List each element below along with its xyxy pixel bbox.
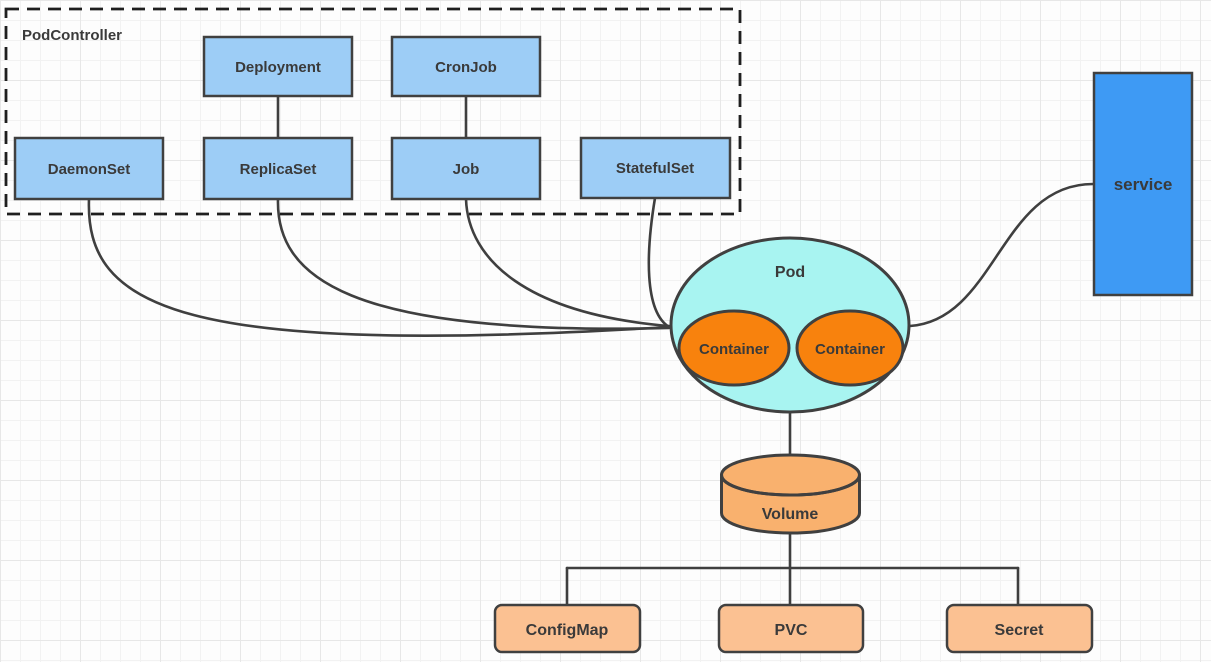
node-statefulset-label: StatefulSet <box>616 160 694 177</box>
node-service <box>1092 71 1194 297</box>
edge-replicaset-pod <box>276 197 671 330</box>
pod-controller-nodes: Deployment CronJob DaemonSet ReplicaSet … <box>13 35 732 201</box>
node-service-label: service <box>1114 175 1173 194</box>
edge-pod-service <box>908 182 1095 328</box>
edge-daemonset-pod <box>87 197 671 337</box>
node-pod: Pod Container Container <box>669 236 911 414</box>
node-deployment <box>202 35 354 98</box>
edges <box>87 94 1095 606</box>
edge-statefulset-pod <box>647 196 671 329</box>
node-cronjob-label: CronJob <box>435 59 497 76</box>
node-secret <box>945 603 1094 654</box>
node-pvc <box>717 603 865 654</box>
node-secret-label: Secret <box>995 622 1045 639</box>
node-replicaset-label: ReplicaSet <box>240 161 317 178</box>
node-daemonset-label: DaemonSet <box>48 161 131 178</box>
edge-job-pod <box>464 197 671 328</box>
container-1-label: Container <box>699 341 769 358</box>
container-1-ellipse <box>677 309 791 387</box>
volume-cylinder-rim <box>720 474 861 497</box>
node-configmap <box>493 603 642 654</box>
node-cronjob <box>390 35 542 98</box>
node-pvc-label: PVC <box>775 622 808 639</box>
node-deployment-label: Deployment <box>235 59 321 76</box>
node-statefulset <box>579 136 732 200</box>
container-2-label: Container <box>815 341 885 358</box>
pod-label: Pod <box>775 264 805 281</box>
node-configmap-label: ConfigMap <box>526 622 609 639</box>
pod-controller-group-label: PodController <box>22 27 122 44</box>
node-daemonset <box>13 136 165 201</box>
volume-source-nodes: ConfigMap PVC Secret <box>493 603 1094 654</box>
node-job <box>390 136 542 201</box>
node-volume: Volume <box>720 453 861 535</box>
volume-label: Volume <box>762 506 819 523</box>
node-replicaset <box>202 136 354 201</box>
container-2-ellipse <box>795 309 905 387</box>
node-job-label: Job <box>453 161 480 178</box>
pod-controller-group-border <box>4 7 742 216</box>
